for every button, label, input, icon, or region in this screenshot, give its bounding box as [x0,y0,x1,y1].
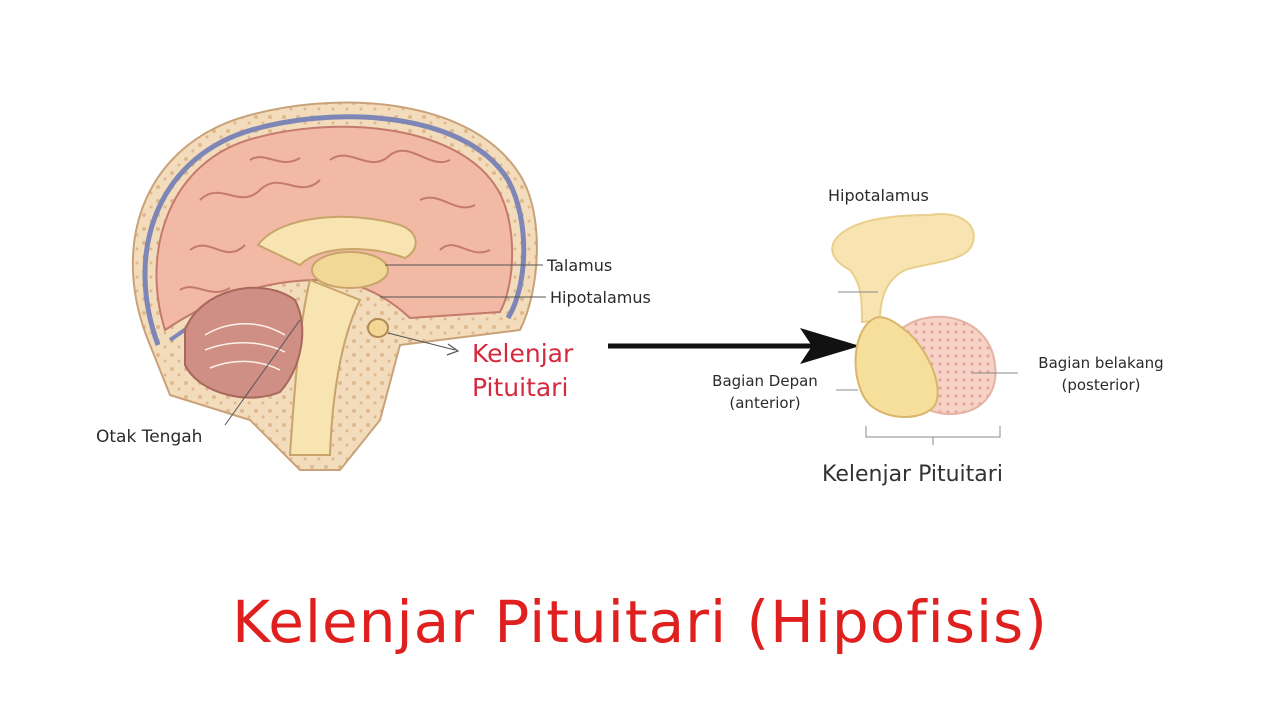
brain-pituitary [367,318,389,338]
detail-caption: Kelenjar Pituitari [822,462,1003,487]
thalamus [311,251,389,289]
label-talamus: Talamus [547,256,613,275]
corpus-callosum [256,215,417,267]
detail-label-depan-2: (anterior) [729,394,801,412]
detail-label-belakang-1: Bagian belakang [1038,354,1164,372]
arrow [608,328,860,364]
page-title: Kelenjar Pituitari (Hipofisis) [232,588,1048,656]
pituitary-detail [831,213,1018,445]
brain-illustration [131,101,546,471]
gyri [179,149,491,293]
anterior-lobe [854,316,939,418]
label-hipotalamus: Hipotalamus [550,288,651,307]
detail-label-hipotalamus: Hipotalamus [828,186,929,205]
hypothalamus-stalk [831,213,975,324]
detail-label-belakang-2: (posterior) [1061,376,1141,394]
brain-membrane [142,114,527,346]
detail-label-depan-1: Bagian Depan [712,372,818,390]
label-kelenjar-line1: Kelenjar [472,339,574,368]
label-kelenjar-line2: Pituitari [472,373,569,402]
label-otak-tengah: Otak Tengah [96,427,203,447]
